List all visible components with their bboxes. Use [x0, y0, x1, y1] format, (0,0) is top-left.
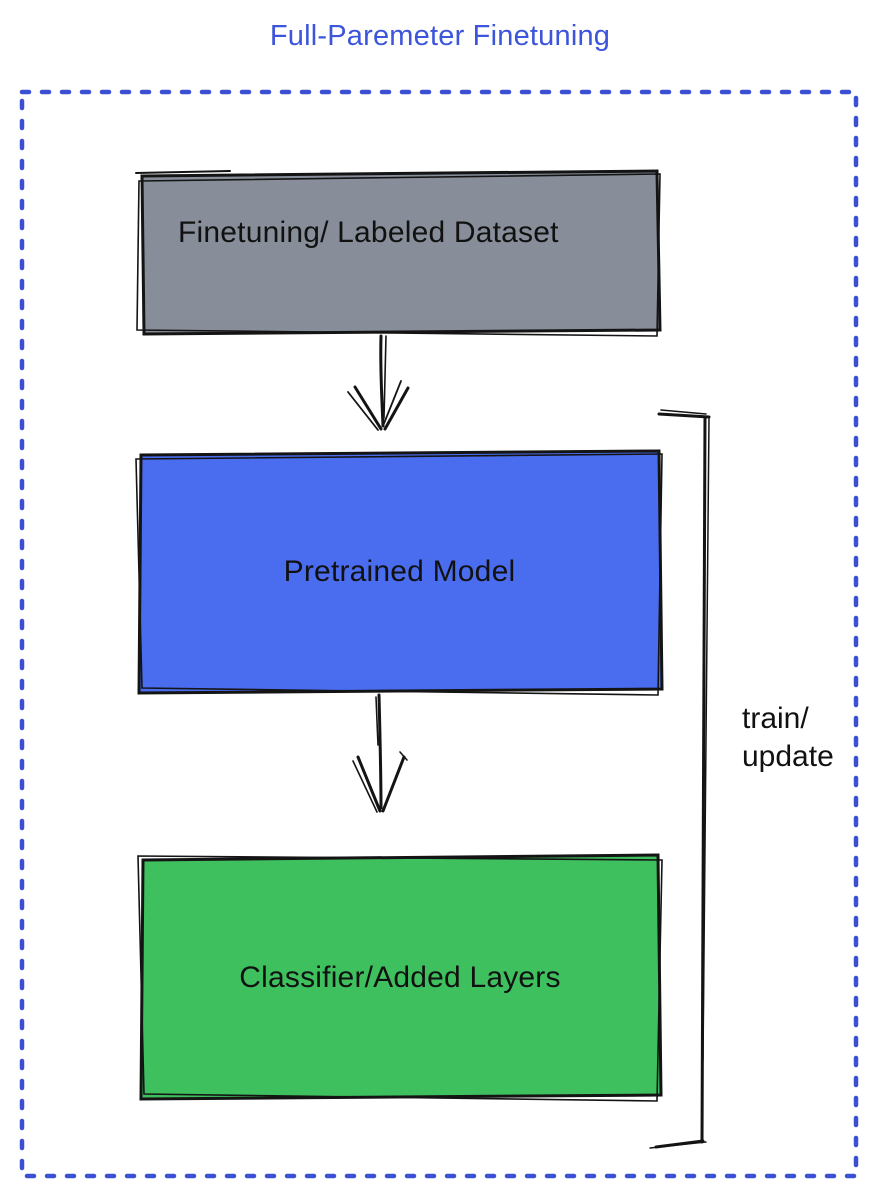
- train-update-label-line2: update: [742, 740, 834, 773]
- train-update-bracket: [649, 409, 711, 1149]
- pretrained-box-label: Pretrained Model: [283, 555, 516, 588]
- dataset-box: [135, 169, 662, 337]
- train-update-label: train/ update: [742, 700, 834, 776]
- train-update-label-line1: train/: [742, 702, 809, 735]
- classifier-box-label: Classifier/Added Layers: [239, 960, 561, 994]
- dataset-box-label: Finetuning/ Labeled Dataset: [178, 216, 559, 249]
- classifier-box: [137, 853, 663, 1102]
- arrow-pretrained-to-classifier: [352, 693, 408, 813]
- arrow-dataset-to-pretrained: [347, 334, 410, 431]
- pretrained-box: [135, 449, 664, 696]
- diagram-title: Full-Paremeter Finetuning: [269, 20, 611, 52]
